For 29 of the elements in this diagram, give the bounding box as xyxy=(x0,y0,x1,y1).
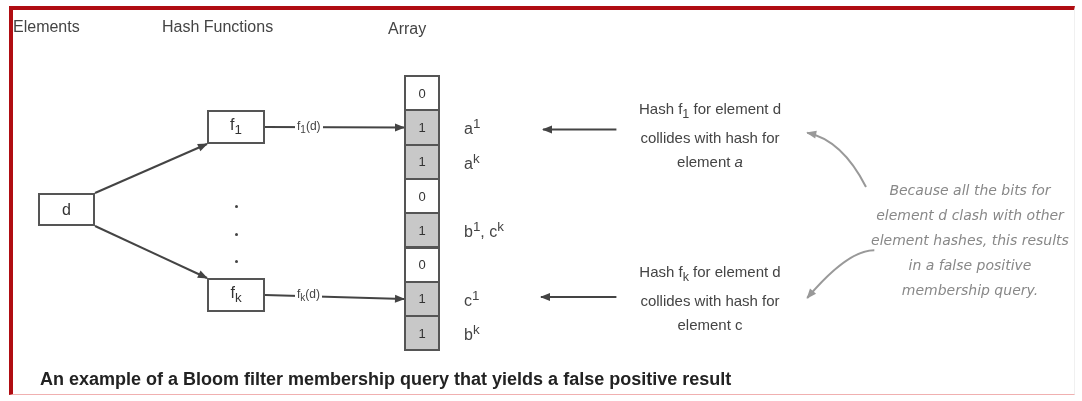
arrow xyxy=(542,125,618,134)
bit-cell: 1 xyxy=(404,109,440,146)
arrow xyxy=(806,249,876,299)
bit-label: a$^{k}$ xyxy=(464,150,480,173)
column-heading: Elements xyxy=(13,18,80,36)
column-heading: Hash Functions xyxy=(162,18,274,36)
bit-cell: 0 xyxy=(404,75,440,112)
arrow xyxy=(94,225,208,279)
edge-label: f$_{1}$(d) xyxy=(295,119,323,136)
bit-label: a$^{1}$ xyxy=(464,116,481,139)
caption: An example of a Bloom filter membership query that yields a false positive result xyxy=(40,369,732,390)
edge-label: f$_{k}$(d) xyxy=(295,287,322,304)
column-heading: Array xyxy=(388,20,427,38)
bit-label: b$^{k}$ xyxy=(464,322,480,345)
arrow xyxy=(540,292,618,301)
bit-cell: 1 xyxy=(404,315,440,352)
bit-cell: 1 xyxy=(404,212,440,249)
arrow xyxy=(806,131,867,188)
bit-label: b$^{1}$, c$^{k}$ xyxy=(464,219,504,242)
handwritten-note: Because all the bits for element d clash with other element hashes, this results in a false positive membership query. xyxy=(866,138,1074,342)
element-box: d xyxy=(38,193,95,226)
hash-function-box: f$_{1}$ xyxy=(207,110,265,144)
arrow xyxy=(94,143,208,194)
bit-label: c$^{1}$ xyxy=(464,287,480,311)
bit-cell: 0 xyxy=(404,246,440,283)
collision-note: Hash f$_{1}$ for element d collides with hash for element a xyxy=(620,80,800,190)
bit-cell: 1 xyxy=(404,143,440,180)
hash-function-box: f$_{k}$ xyxy=(207,278,265,312)
collision-note: Hash f$_{k}$ for element d collides with hash for element c xyxy=(620,243,800,353)
